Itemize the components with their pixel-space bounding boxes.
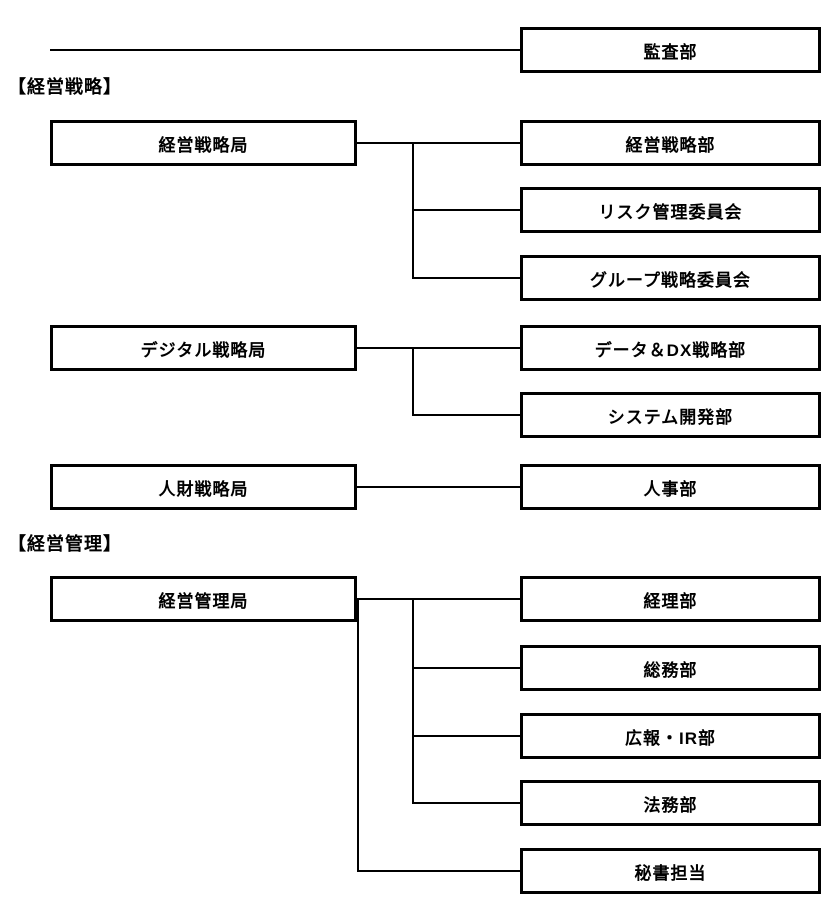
audit-connector-line — [50, 49, 520, 51]
org-box-secretary-team: 秘書担当 — [520, 848, 821, 894]
org-box-management-admin-bureau: 経営管理局 — [50, 576, 357, 622]
system-development-branch-line — [412, 414, 520, 416]
org-box-group-strategy-committee: グループ戦略委員会 — [520, 255, 821, 301]
secretary-branch-line — [357, 870, 520, 872]
digital-bureau-trunk-line — [412, 347, 414, 416]
section-heading-management-admin: 【経営管理】 — [8, 534, 122, 554]
admin-bureau-inner-trunk-line — [412, 598, 414, 804]
admin-bureau-outer-trunk-line — [357, 598, 359, 872]
legal-branch-line — [412, 802, 520, 804]
org-box-audit-dept: 監査部 — [520, 27, 821, 73]
org-box-management-strategy-dept: 経営戦略部 — [520, 120, 821, 166]
org-box-legal-dept: 法務部 — [520, 780, 821, 826]
org-box-general-affairs-dept: 総務部 — [520, 645, 821, 691]
org-box-risk-management-committee: リスク管理委員会 — [520, 187, 821, 233]
org-box-management-strategy-bureau: 経営戦略局 — [50, 120, 357, 166]
group-strategy-committee-branch-line — [412, 277, 520, 279]
strategy-bureau-connector-line — [357, 142, 520, 144]
section-heading-management-strategy: 【経営戦略】 — [8, 77, 122, 97]
org-box-accounting-dept: 経理部 — [520, 576, 821, 622]
org-box-hr-dept: 人事部 — [520, 464, 821, 510]
admin-bureau-connector-line — [357, 598, 520, 600]
org-box-data-dx-strategy-dept: データ＆DX戦略部 — [520, 325, 821, 371]
org-box-hr-strategy-bureau: 人財戦略局 — [50, 464, 357, 510]
digital-bureau-connector-line — [357, 347, 520, 349]
org-box-pr-ir-dept: 広報・IR部 — [520, 713, 821, 759]
org-box-digital-strategy-bureau: デジタル戦略局 — [50, 325, 357, 371]
org-box-system-development-dept: システム開発部 — [520, 392, 821, 438]
risk-committee-branch-line — [412, 209, 520, 211]
hr-bureau-connector-line — [357, 486, 520, 488]
pr-ir-branch-line — [412, 735, 520, 737]
general-affairs-branch-line — [412, 667, 520, 669]
